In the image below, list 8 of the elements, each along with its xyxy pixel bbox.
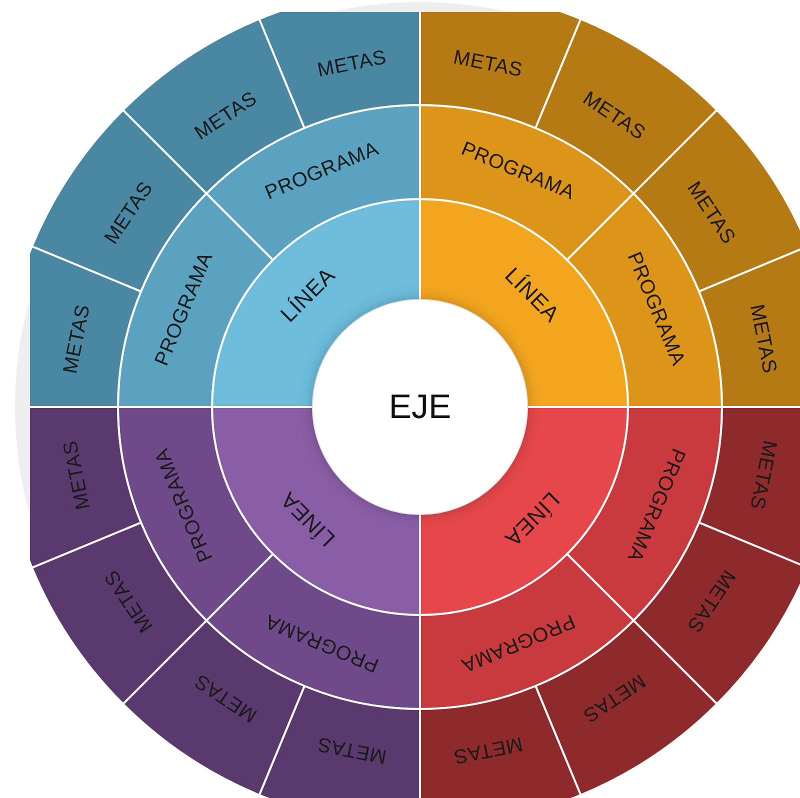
segment-label: METAS bbox=[315, 734, 388, 767]
segment-label: METAS bbox=[315, 47, 388, 80]
segment-label: METAS bbox=[60, 439, 94, 512]
segment-label: METAS bbox=[746, 439, 780, 512]
segment-label: METAS bbox=[746, 302, 780, 375]
segment-label: METAS bbox=[60, 302, 94, 375]
segment-label: METAS bbox=[452, 734, 525, 767]
segment-label: METAS bbox=[452, 47, 525, 80]
